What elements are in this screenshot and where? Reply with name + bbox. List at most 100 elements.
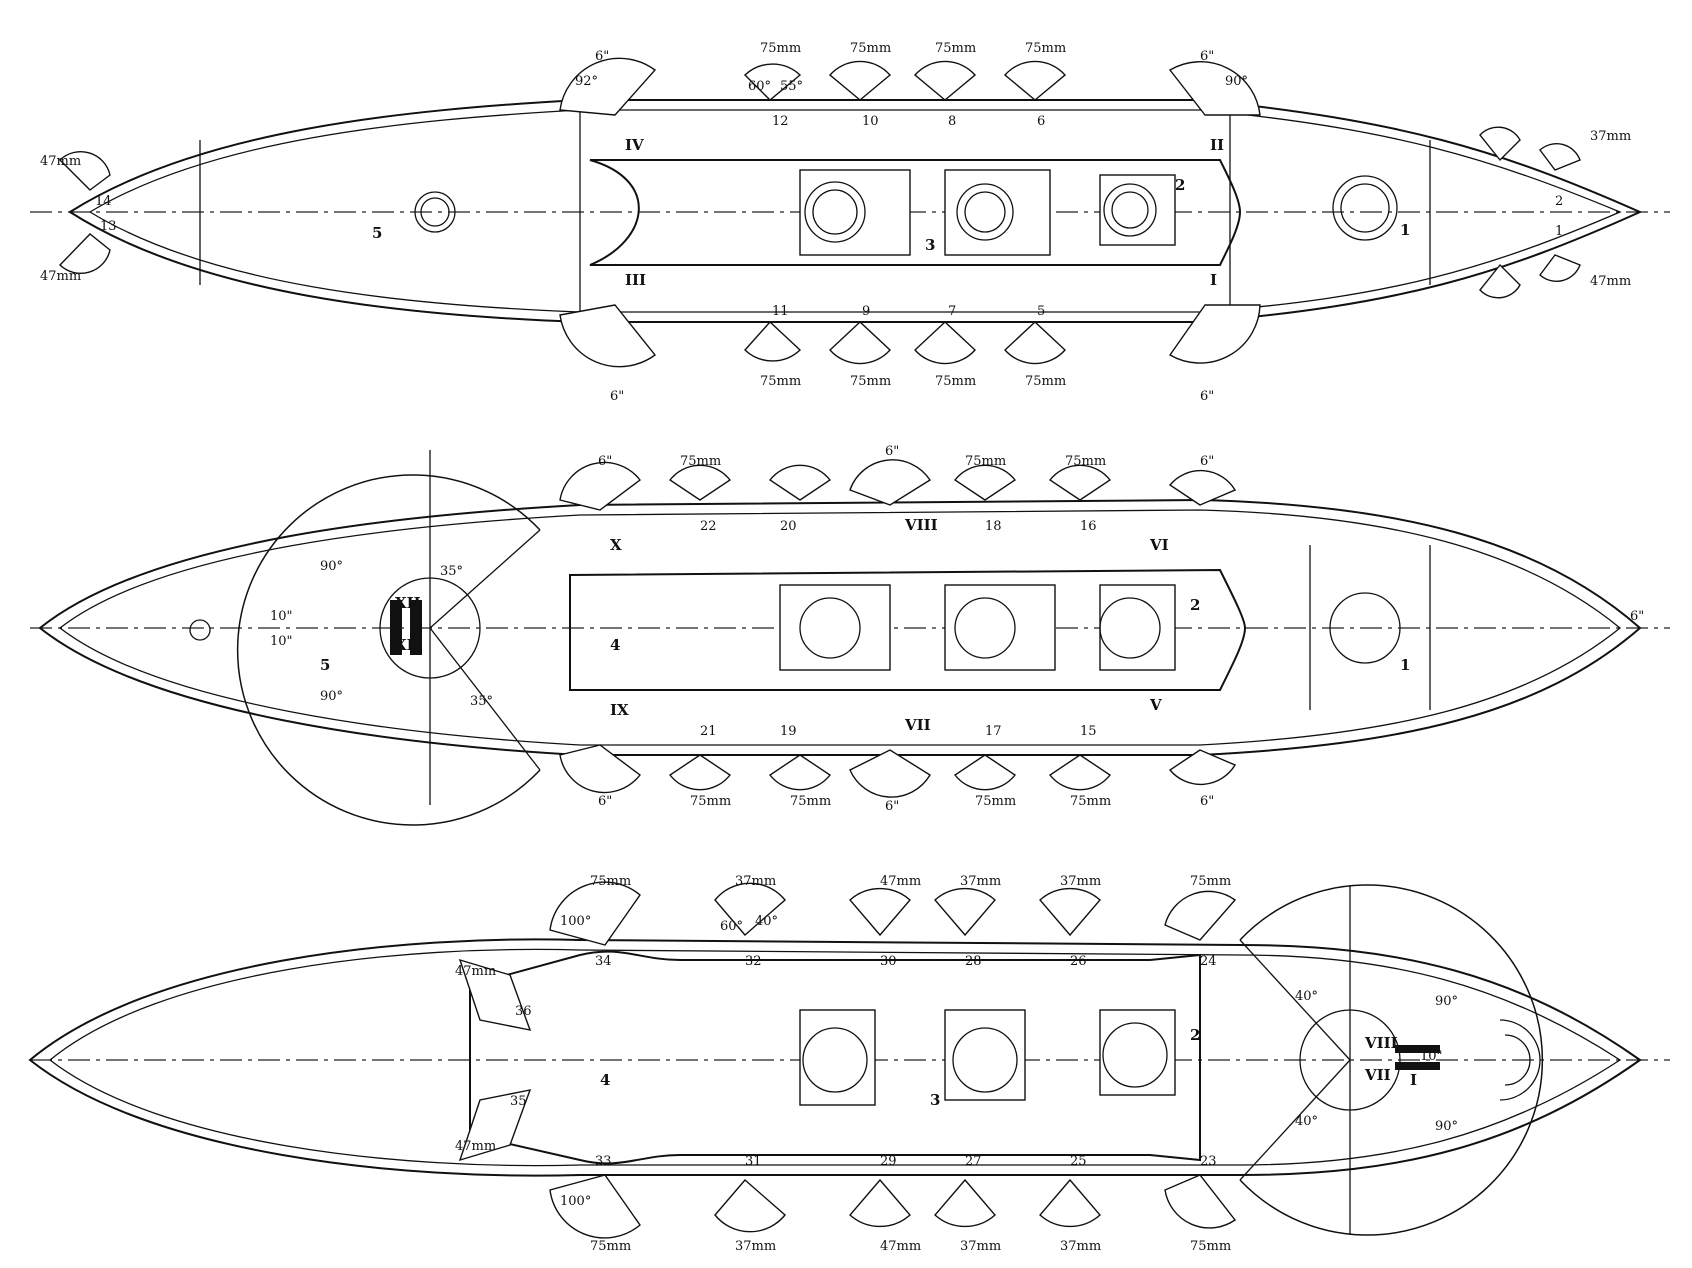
svg-text:33: 33 <box>595 1154 612 1169</box>
svg-text:23: 23 <box>1200 1154 1217 1169</box>
svg-text:75mm: 75mm <box>965 454 1006 469</box>
svg-text:29: 29 <box>880 1154 897 1169</box>
svg-text:37mm: 37mm <box>960 874 1001 889</box>
svg-text:1: 1 <box>1400 656 1410 674</box>
svg-text:6": 6" <box>885 799 899 814</box>
svg-text:37mm: 37mm <box>735 1239 776 1254</box>
svg-text:12: 12 <box>772 114 789 129</box>
main-deck-plan: 6" 75mm 6" 75mm 75mm 6" 6" 75mm 75mm 6" … <box>30 444 1670 826</box>
upper-sector-iii <box>559 304 657 368</box>
svg-text:92°: 92° <box>575 74 598 89</box>
svg-text:75mm: 75mm <box>1025 41 1066 56</box>
svg-text:47mm: 47mm <box>455 964 496 979</box>
svg-text:47mm: 47mm <box>455 1139 496 1154</box>
svg-text:75mm: 75mm <box>590 1239 631 1254</box>
svg-text:40°: 40° <box>1295 1114 1318 1129</box>
svg-text:1: 1 <box>1400 221 1410 239</box>
svg-text:75mm: 75mm <box>690 794 731 809</box>
svg-text:7: 7 <box>948 304 956 319</box>
svg-text:4: 4 <box>600 1071 610 1089</box>
svg-text:75mm: 75mm <box>1190 874 1231 889</box>
lower-bow-turret-arc <box>1239 884 1544 1236</box>
svg-text:75mm: 75mm <box>850 374 891 389</box>
svg-text:34: 34 <box>595 954 612 969</box>
svg-text:25: 25 <box>1070 1154 1087 1169</box>
svg-text:60°: 60° <box>720 919 743 934</box>
upper-sector-i <box>1168 304 1261 364</box>
lower-funnel-3 <box>1102 1022 1168 1088</box>
svg-text:32: 32 <box>745 954 762 969</box>
svg-text:2: 2 <box>1555 194 1563 209</box>
svg-text:37mm: 37mm <box>1590 129 1631 144</box>
main-funnel-3 <box>1099 597 1161 659</box>
svg-text:4: 4 <box>610 636 620 654</box>
lower-bow-hawse <box>1499 1019 1541 1101</box>
upper-sector-iv <box>559 57 657 116</box>
svg-text:47mm: 47mm <box>880 874 921 889</box>
svg-text:1: 1 <box>1555 224 1563 239</box>
upper-label-6in-ii: 6" <box>1200 49 1214 64</box>
svg-text:20: 20 <box>780 519 797 534</box>
upper-label-6in-iv: 6" <box>595 49 609 64</box>
upper-deck-plan: 6" 6" 6" 6" 92° 90° 75mm 75mm 75mm 75mm … <box>30 41 1670 404</box>
svg-text:10": 10" <box>270 609 293 624</box>
upper-hull-outline <box>68 99 1643 323</box>
svg-text:75mm: 75mm <box>790 794 831 809</box>
svg-text:30: 30 <box>880 954 897 969</box>
svg-text:40°: 40° <box>755 914 778 929</box>
svg-text:31: 31 <box>745 1154 762 1169</box>
svg-text:X: X <box>610 536 622 554</box>
main-superstructure <box>569 568 1247 691</box>
svg-text:8: 8 <box>948 114 956 129</box>
svg-text:10": 10" <box>270 634 293 649</box>
svg-text:5: 5 <box>320 656 330 674</box>
svg-text:100°: 100° <box>560 914 591 929</box>
svg-text:13: 13 <box>100 219 117 234</box>
svg-text:100°: 100° <box>560 1194 591 1209</box>
main-funnel-2 <box>954 597 1016 659</box>
svg-text:17: 17 <box>985 724 1002 739</box>
svg-text:VIII: VIII <box>904 516 938 534</box>
lower-deck-outline <box>469 950 1201 1165</box>
svg-text:2: 2 <box>1190 1026 1200 1044</box>
svg-text:90°: 90° <box>1435 994 1458 1009</box>
svg-text:6": 6" <box>1200 794 1214 809</box>
svg-text:37mm: 37mm <box>1060 874 1101 889</box>
svg-text:75mm: 75mm <box>1190 1239 1231 1254</box>
svg-text:90°: 90° <box>1225 74 1248 89</box>
svg-text:75mm: 75mm <box>1025 374 1066 389</box>
svg-text:6: 6 <box>1037 114 1045 129</box>
svg-text:75mm: 75mm <box>760 41 801 56</box>
main-stern-turret-arc <box>236 474 541 826</box>
svg-text:6": 6" <box>1630 609 1644 624</box>
lower-deck-plan: 75mm 37mm 47mm 37mm 37mm 75mm 75mm 37mm … <box>28 874 1670 1254</box>
svg-text:75mm: 75mm <box>590 874 631 889</box>
svg-text:47mm: 47mm <box>1590 274 1631 289</box>
upper-label-6in-iii: 6" <box>610 389 624 404</box>
svg-text:V: V <box>1149 696 1162 714</box>
svg-text:15: 15 <box>1080 724 1097 739</box>
svg-text:22: 22 <box>700 519 717 534</box>
svg-text:2: 2 <box>1190 596 1200 614</box>
svg-text:10: 10 <box>862 114 879 129</box>
svg-text:60°: 60° <box>748 79 771 94</box>
svg-text:18: 18 <box>985 519 1002 534</box>
svg-text:37mm: 37mm <box>1060 1239 1101 1254</box>
svg-text:75mm: 75mm <box>760 374 801 389</box>
svg-text:40°: 40° <box>1295 989 1318 1004</box>
svg-text:75mm: 75mm <box>1070 794 1111 809</box>
svg-text:5: 5 <box>1037 304 1045 319</box>
lower-funnel-2 <box>952 1027 1018 1093</box>
svg-text:26: 26 <box>1070 954 1087 969</box>
svg-text:9: 9 <box>862 304 870 319</box>
svg-text:VII: VII <box>904 716 931 734</box>
svg-text:24: 24 <box>1200 954 1217 969</box>
svg-text:37mm: 37mm <box>960 1239 1001 1254</box>
main-bow-mast <box>1329 592 1401 664</box>
svg-text:3: 3 <box>930 1091 940 1109</box>
svg-text:VIII: VIII <box>1364 1034 1398 1052</box>
svg-text:36: 36 <box>515 1004 532 1019</box>
svg-text:6": 6" <box>885 444 899 459</box>
svg-text:90°: 90° <box>320 559 343 574</box>
